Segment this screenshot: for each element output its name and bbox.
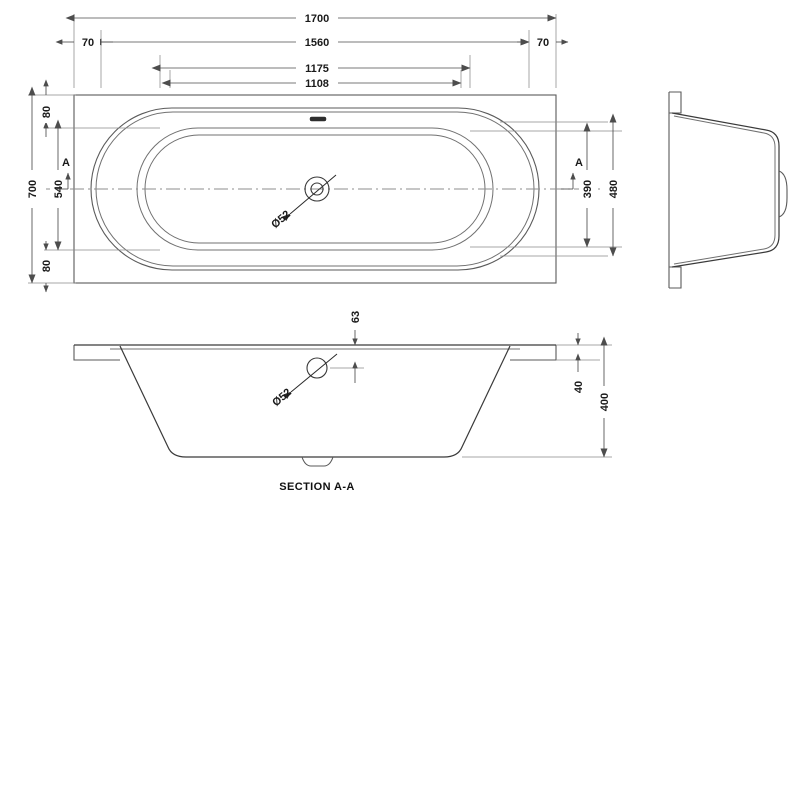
dim-waste-offset-label: 63 (350, 311, 362, 323)
section-right-rim-lip (510, 345, 557, 361)
side-elevation-view (668, 91, 788, 289)
section-a-a-view: Ø52 63 40 400 SECTI (73, 305, 612, 493)
waste-diameter-section-label: Ø52 (270, 386, 294, 409)
dim-inner-length-label: 1560 (305, 37, 329, 49)
dim-bowl-length-inner-label: 1108 (305, 78, 329, 90)
dim-top-margin-label: 80 (41, 106, 53, 118)
plan-right-extension-lines (470, 121, 622, 257)
dimension-left-margin: 70 (55, 34, 113, 50)
waste-outlet-plan: Ø52 (269, 174, 337, 231)
dim-overall-width-label: 700 (27, 180, 39, 198)
side-view-bottom-tab (669, 266, 682, 289)
section-marker-right: A (561, 157, 583, 190)
section-body-outline (119, 345, 511, 458)
dim-bowl-width-outer-label: 480 (608, 180, 620, 198)
dim-bowl-width-inner-label: 390 (582, 180, 594, 198)
side-view-inner-line (673, 115, 776, 265)
dimension-rim-thickness: 40 (570, 333, 586, 398)
dimension-overall-length: 1700 (65, 10, 557, 26)
dim-overall-depth-label: 400 (599, 393, 611, 411)
section-marker-left: A (56, 157, 71, 190)
dimension-overall-width: 700 (24, 86, 40, 284)
dimension-overall-depth: 400 (596, 336, 612, 458)
dimension-right-margin: 70 (517, 34, 569, 50)
waste-outlet-section: Ø52 (270, 353, 338, 409)
overflow-tap-marker (309, 116, 327, 122)
dimension-bottom-margin: 80 (38, 241, 54, 293)
dim-bottom-margin-label: 80 (41, 260, 53, 272)
section-marker-left-label: A (62, 157, 70, 169)
dimension-waste-offset: 63 (330, 305, 364, 383)
dim-overall-length-label: 1700 (305, 13, 329, 25)
dim-left-margin-label: 70 (82, 37, 94, 49)
section-waste-recess (301, 456, 334, 467)
dim-rim-thickness-label: 40 (573, 381, 585, 393)
dimension-bowl-width-outer: 480 (605, 113, 621, 257)
plan-view: 1700 1560 70 70 1175 (24, 10, 622, 293)
section-marker-right-label: A (575, 157, 583, 169)
waste-diameter-plan-label: Ø52 (269, 208, 293, 231)
dim-bowl-length-outer-label: 1175 (305, 63, 329, 75)
section-view-title: SECTION A-A (279, 481, 355, 493)
dimension-inner-length: 1560 (92, 34, 530, 50)
section-left-rim-lip (73, 345, 120, 361)
dim-right-margin-label: 70 (537, 37, 549, 49)
side-view-grip-detail (778, 170, 788, 218)
plan-left-extension-lines (28, 94, 160, 284)
side-view-body-outline (671, 112, 780, 268)
dimension-bowl-length-outer: 1175 (151, 60, 471, 76)
dimension-bowl-width-inner: 390 (579, 122, 595, 248)
side-view-top-tab (669, 91, 682, 114)
dimension-top-margin: 80 (38, 79, 54, 137)
dimension-bowl-length-inner: 1108 (161, 75, 462, 91)
